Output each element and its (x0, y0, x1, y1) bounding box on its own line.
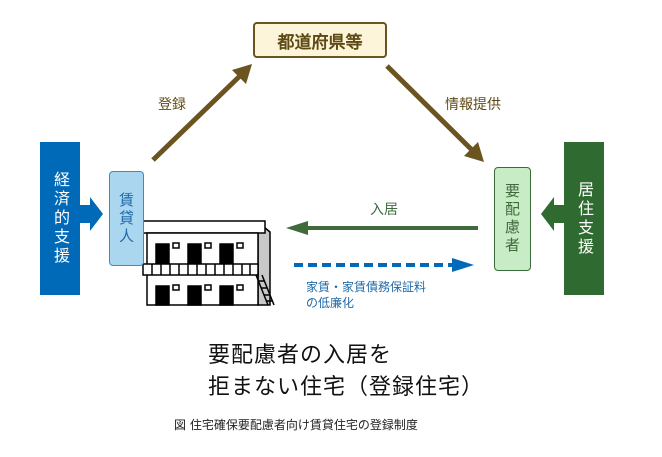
figure-caption: 図 住宅確保要配慮者向け賃貸住宅の登録制度 (174, 418, 418, 432)
register-arrow (151, 64, 252, 162)
government-node: 都道府県等 (253, 22, 387, 58)
apartment-building-icon (142, 220, 275, 306)
needy-person-label: 要配慮者 (503, 183, 521, 255)
landlord-node: 賃貸人 (109, 171, 144, 266)
cost-reduction-line1: 家賃・家賃債務保証料 (306, 280, 427, 294)
register-label: 登録 (158, 97, 186, 113)
living-support-arrow (541, 197, 564, 231)
economic-support-node: 経済的支援 (40, 142, 80, 295)
economic-support-arrow (80, 197, 103, 231)
housing-title-line1: 要配慮者の入居を (208, 343, 393, 368)
landlord-label: 賃貸人 (117, 191, 135, 246)
needy-person-node: 要配慮者 (494, 167, 531, 271)
move-in-label: 入居 (370, 202, 398, 218)
cost-reduction-line2: の低廉化 (306, 296, 355, 310)
move-in-arrow (286, 221, 478, 235)
living-support-label: 居住支援 (575, 180, 594, 257)
info-provision-label: 情報提供 (445, 97, 501, 113)
housing-title: 要配慮者の入居を 拒まない住宅（登録住宅） (208, 340, 484, 404)
government-label: 都道府県等 (277, 32, 363, 53)
living-support-node: 居住支援 (564, 142, 604, 295)
cost-reduction-label: 家賃・家賃債務保証料 の低廉化 (306, 279, 426, 311)
info-provision-arrow (385, 64, 484, 162)
cost-reduction-arrow (294, 258, 474, 272)
economic-support-label: 経済的支援 (51, 171, 70, 266)
housing-title-line2: 拒まない住宅（登録住宅） (208, 375, 485, 400)
